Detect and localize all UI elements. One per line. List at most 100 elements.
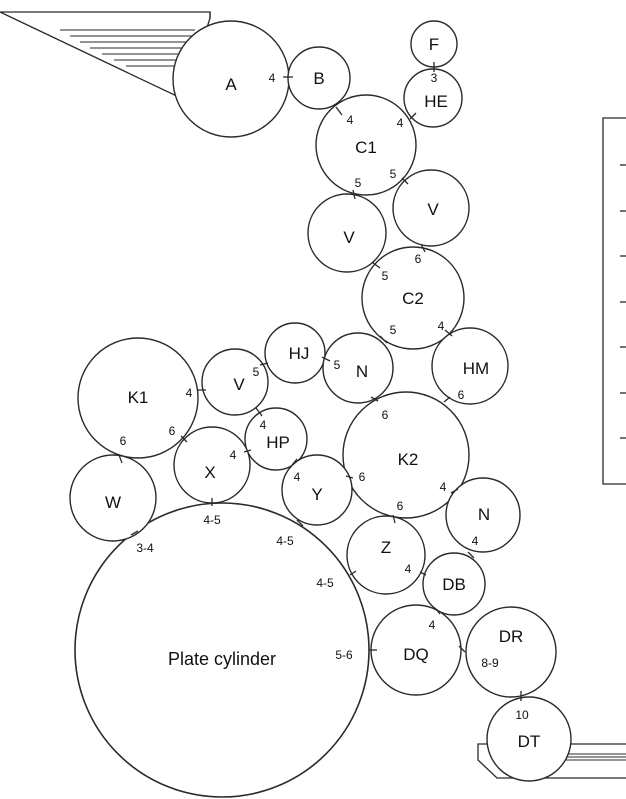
nip-label-C2-HM: 4 <box>438 319 445 333</box>
roller-X-label: X <box>204 463 215 482</box>
nip-tick-C1-V1 <box>352 189 356 200</box>
nip-tick-Y-K2 <box>345 475 354 479</box>
nip-tick-HJ-V3 <box>259 362 269 366</box>
roller-DT <box>486 696 572 782</box>
nip-label-X-plate: 4-5 <box>203 513 221 527</box>
roller-C1-label: C1 <box>355 138 377 157</box>
nip-label-Z-DB: 4 <box>405 562 412 576</box>
roller-A-label: A <box>225 75 237 94</box>
nip-label-Y-K2: 6 <box>359 470 366 484</box>
roller-DR <box>465 606 557 698</box>
rollers: A B F HE C1 V V C2 HJ N HM K1 V HP K2 X <box>69 20 572 782</box>
roller-HE <box>403 68 463 128</box>
nip-label-C1-V1: 5 <box>355 176 362 190</box>
nip-tick-HM-K2 <box>443 396 451 403</box>
nip-label-HP-X: 4 <box>230 448 237 462</box>
roller-N2 <box>445 477 521 553</box>
nip-label-V3-HP: 4 <box>260 418 267 432</box>
nip-label-Z-plate: 4-5 <box>316 576 334 590</box>
nip-label-DQ-plate: 5-6 <box>335 648 353 662</box>
nip-label-DR-DT: 10 <box>515 708 529 722</box>
roller-Y <box>281 454 353 526</box>
roller-DB-label: DB <box>442 575 466 594</box>
roller-K2 <box>342 391 470 519</box>
roller-V1-label: V <box>343 228 355 247</box>
nip-label-W-plate: 3-4 <box>136 541 154 555</box>
roller-K1-label: K1 <box>128 388 149 407</box>
roller-DB <box>422 552 486 616</box>
nip-label-HM-K2: 6 <box>458 388 465 402</box>
roller-HJ <box>264 322 326 384</box>
nip-label-K2-Z: 6 <box>397 499 404 513</box>
nip-tick-W-plate <box>130 530 139 536</box>
nip-tick-HJ-N1 <box>321 356 331 362</box>
roller-DR-label: DR <box>499 627 524 646</box>
roller-HE-label: HE <box>424 92 448 111</box>
nip-label-HJ-N1: 5 <box>334 358 341 372</box>
nip-label-N1-K2: 6 <box>382 408 389 422</box>
plate-cylinder-label: Plate cylinder <box>168 649 276 669</box>
roller-V2-label: V <box>427 200 439 219</box>
nip-ticks <box>118 62 522 701</box>
nip-tick-N2-DB <box>467 551 475 559</box>
nip-label-K1-V3: 4 <box>186 386 193 400</box>
roller-Z-label: Z <box>381 538 391 557</box>
nip-tick-HP-X <box>243 449 252 453</box>
roller-HP <box>244 407 308 471</box>
nip-label-HP-Y: 4 <box>294 470 301 484</box>
roller-V2 <box>392 169 470 247</box>
nip-tick-X-K1 <box>180 435 188 443</box>
roller-V1 <box>307 193 387 273</box>
roller-F-label: F <box>429 35 439 54</box>
nip-tick-N1-K2 <box>370 396 379 402</box>
side-frame <box>602 117 626 485</box>
nip-label-V1-C2: 5 <box>382 269 389 283</box>
nip-tick-DQ-DR <box>458 645 466 653</box>
nip-tick-C1-V2 <box>401 177 409 185</box>
ink-fountain <box>0 11 211 101</box>
roller-N2-label: N <box>478 505 490 524</box>
nip-label-K2-N2: 4 <box>440 480 447 494</box>
nip-tick-K1-W <box>118 454 123 464</box>
nip-label-B-C1: 4 <box>347 113 354 127</box>
roller-N1 <box>322 332 394 404</box>
roller-HJ-label: HJ <box>289 344 310 363</box>
roller-B <box>287 46 351 110</box>
roller-K2-label: K2 <box>398 450 419 469</box>
nip-tick-Z-plate <box>349 570 357 576</box>
roller-HM <box>431 327 509 405</box>
nip-tick-Y-plate <box>296 519 304 527</box>
roller-B-label: B <box>313 69 324 88</box>
nip-tick-HE-C1 <box>409 112 417 120</box>
roller-V3 <box>201 348 269 416</box>
nip-tick-V3-HP <box>255 407 263 417</box>
nip-label-HE-C1: 4 <box>397 116 404 130</box>
nip-label-Y-plate: 4-5 <box>276 534 294 548</box>
nip-label-N2-DB: 4 <box>472 534 479 548</box>
roller-DT-label: DT <box>518 732 541 751</box>
nip-tick-HP-Y <box>291 458 298 466</box>
nip-labels: 4 3 4 4 5 5 5 6 5 4 5 5 4 4 6 6 6 6 4 4 … <box>120 71 529 722</box>
nip-tick-K2-Z <box>392 514 396 524</box>
roller-K1 <box>77 337 199 459</box>
nip-label-F-HE: 3 <box>431 71 438 85</box>
roller-W-label: W <box>105 493 121 512</box>
nip-label-X-K1: 6 <box>169 424 176 438</box>
nip-label-DQ-DR: 8-9 <box>481 656 499 670</box>
roller-W <box>69 454 157 542</box>
nip-label-A-B: 4 <box>269 71 276 85</box>
nip-tick-C2-HM <box>444 329 453 337</box>
roller-V3-label: V <box>233 375 245 394</box>
roller-C2-label: C2 <box>402 289 424 308</box>
nip-tick-V2-C2 <box>420 243 426 253</box>
roller-Z <box>346 515 426 595</box>
roller-DQ-label: DQ <box>403 645 429 664</box>
roller-Y-label: Y <box>311 485 322 504</box>
nip-tick-V1-C2 <box>371 261 381 269</box>
roller-N1-label: N <box>356 362 368 381</box>
nip-label-DB-DQ: 4 <box>429 618 436 632</box>
nip-label-C1-V2: 5 <box>390 167 397 181</box>
roller-HP-label: HP <box>266 433 290 452</box>
nip-tick-K2-N2 <box>450 488 459 494</box>
